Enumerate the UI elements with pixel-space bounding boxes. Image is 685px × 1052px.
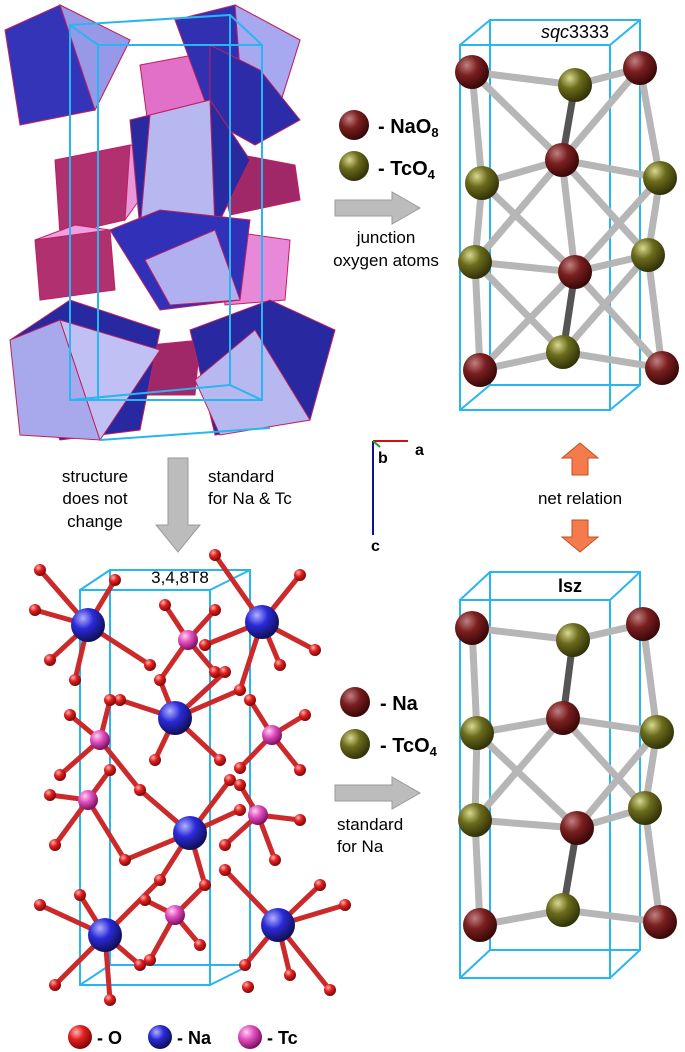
axes-indicator: a b c <box>371 440 424 555</box>
orange-arrow-down <box>560 519 600 553</box>
legend-bottom: - O - Na - Tc <box>68 1025 298 1049</box>
axis-a-label: a <box>415 442 424 459</box>
legend-o-label: - O <box>97 1028 122 1048</box>
net-relation-label: net relation <box>538 489 622 508</box>
arrow-label-bottom-line2: for Na <box>337 837 384 856</box>
legend-tc-label: - Tc <box>267 1028 298 1048</box>
technetium-atom-legend-icon <box>238 1025 262 1049</box>
arrow-label-top-line1: junction <box>356 228 416 247</box>
oxygen-atom-legend-icon <box>68 1025 92 1049</box>
arrow-label-left-line3: change <box>67 512 123 531</box>
title-lsz: lsz <box>558 576 582 596</box>
tc-atom-legend-icon <box>339 151 369 181</box>
arrow-label-left-line2: does not <box>62 489 127 508</box>
na-atom-legend-icon <box>339 110 369 140</box>
arrow-label-left-right-line2: for Na & Tc <box>208 489 292 508</box>
arrow-label-top-line2: oxygen atoms <box>333 251 439 270</box>
ball-and-stick-structure <box>29 549 351 1006</box>
arrow-label-bottom-line1: standard <box>337 815 403 834</box>
sodium-atom-legend-icon <box>148 1025 172 1049</box>
net-sqc3333 <box>455 19 679 411</box>
title-sqc3333: sqc3333 <box>541 22 609 42</box>
legend-mid-item1: - Na <box>380 693 419 715</box>
grey-arrow-down-left <box>154 457 202 553</box>
grey-arrow-right-top <box>334 191 422 225</box>
orange-arrow-up <box>560 442 600 476</box>
arrow-label-left-right-line1: standard <box>208 467 274 486</box>
legend-mid: - Na - TcO4 <box>340 687 438 759</box>
tc-atom-legend-icon-2 <box>340 729 370 759</box>
polyhedra-structure <box>4 4 336 442</box>
net-lsz <box>455 571 677 979</box>
legend-na-label: - Na <box>177 1028 212 1048</box>
arrow-label-left-line1: structure <box>62 467 128 486</box>
legend-top-item2: - TcO4 <box>378 158 436 182</box>
grey-arrow-right-bottom <box>334 776 422 810</box>
legend-top-item1: - NaO8 <box>378 116 439 140</box>
title-348t8: 3,4,8T8 <box>151 568 209 587</box>
axis-c-label: c <box>371 538 380 555</box>
na-atom-legend-icon-2 <box>340 687 370 717</box>
legend-top: - NaO8 - TcO4 <box>339 110 439 182</box>
axis-b-label: b <box>378 450 388 467</box>
legend-mid-item2: - TcO4 <box>380 735 438 759</box>
